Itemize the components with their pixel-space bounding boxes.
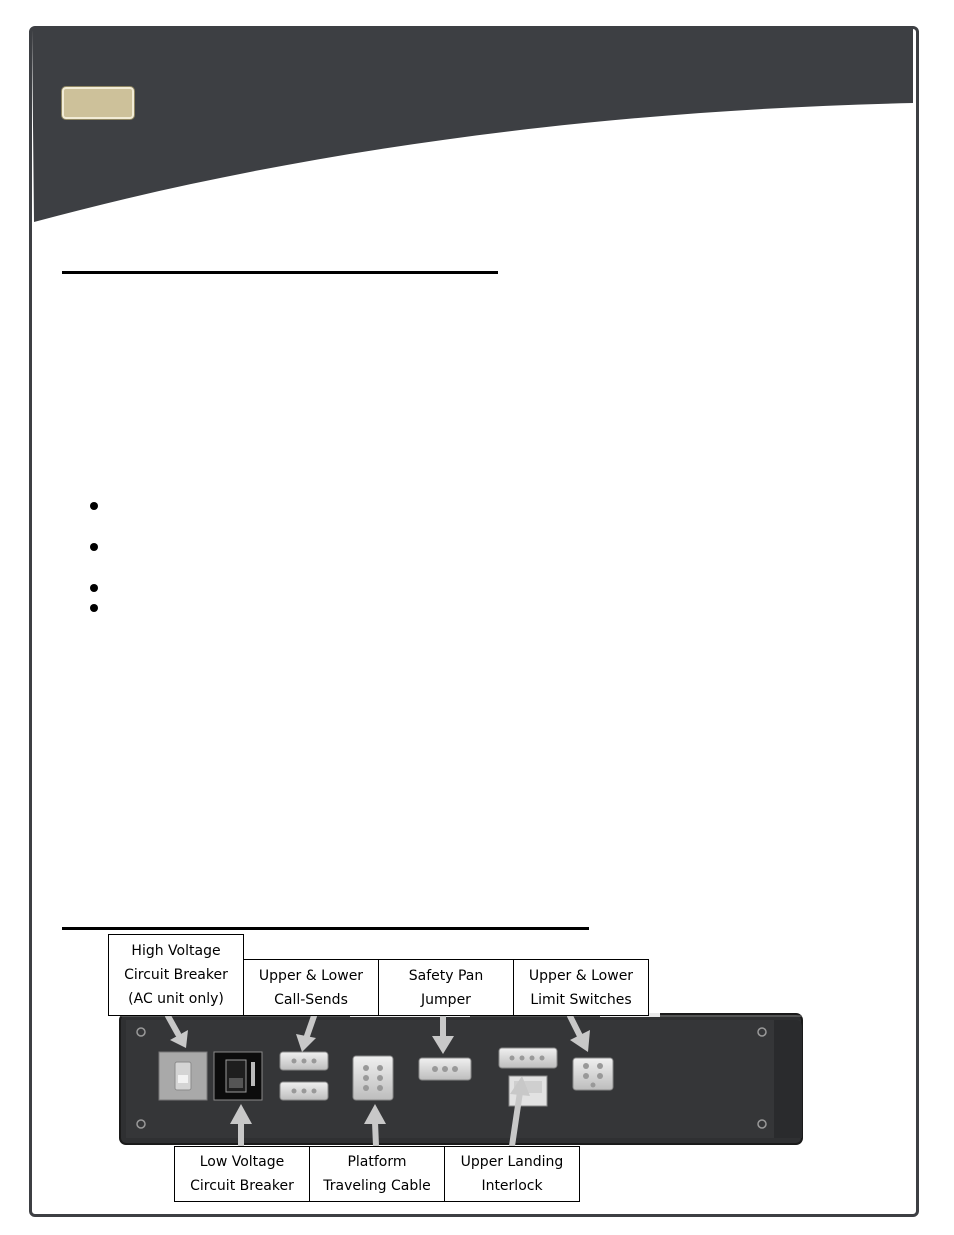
bullet-point [90, 604, 98, 612]
limit-switch-connector [572, 1057, 614, 1091]
bullet-point [90, 584, 98, 592]
low-voltage-breaker [213, 1051, 263, 1101]
label-high-voltage-breaker: High Voltage Circuit Breaker (AC unit on… [108, 934, 244, 1016]
arrow-low-voltage [230, 1104, 252, 1149]
traveling-cable-connector [352, 1055, 394, 1101]
arrow-traveling-cable [364, 1104, 386, 1149]
page-border [29, 26, 919, 1217]
bullet-point [90, 502, 98, 510]
label-safety-pan-jumper: Safety Pan Jumper [378, 959, 514, 1016]
arrow-safety-pan [432, 1013, 454, 1054]
label-landing-interlock: Upper Landing Interlock [444, 1146, 580, 1202]
arrow-call-sends [296, 1013, 317, 1052]
panel-screw [136, 1027, 767, 1129]
label-limit-switches: Upper & Lower Limit Switches [513, 959, 649, 1016]
section-tab-badge [62, 87, 134, 119]
arrow-limit-switches [567, 1013, 590, 1052]
bullet-point [90, 543, 98, 551]
high-voltage-breaker [158, 1051, 208, 1101]
label-call-sends: Upper & Lower Call-Sends [243, 959, 379, 1016]
label-traveling-cable: Platform Traveling Cable [309, 1146, 445, 1202]
header-banner [32, 28, 913, 222]
section-heading-rule [62, 271, 498, 274]
arrow-high-voltage [165, 1013, 188, 1048]
label-low-voltage-breaker: Low Voltage Circuit Breaker [174, 1146, 310, 1202]
call-send-connector [279, 1051, 329, 1101]
diagram-heading-rule [62, 927, 589, 930]
safety-pan-jumper-connector [418, 1057, 472, 1081]
arrow-landing-interlock [509, 1076, 530, 1149]
